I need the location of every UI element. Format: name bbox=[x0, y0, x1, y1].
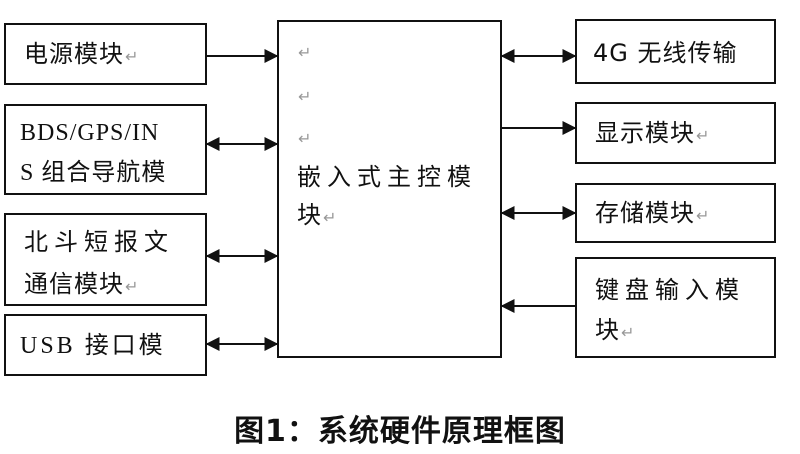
usb-module-box: USB 接口模 bbox=[4, 314, 207, 376]
keyboard-module-box: 键盘输入模 块↵ bbox=[575, 257, 776, 358]
main-controller-label-line1: 嵌入式主控模 bbox=[297, 163, 477, 191]
storage-module-box: 存储模块↵ bbox=[575, 183, 776, 243]
storage-module-label: 存储模块 bbox=[595, 199, 695, 227]
beidou-module-box: 北斗短报文 通信模块↵ bbox=[4, 213, 207, 306]
usb-module-label: USB 接口模 bbox=[20, 333, 166, 359]
paragraph-mark: ↵ bbox=[696, 126, 711, 145]
beidou-module-label-line2: 通信模块 bbox=[24, 270, 124, 298]
wireless-module-box: 4G 无线传输 bbox=[575, 19, 776, 84]
paragraph-mark: ↵ bbox=[298, 87, 313, 106]
paragraph-mark: ↵ bbox=[298, 129, 313, 148]
wireless-module-label: 4G 无线传输 bbox=[593, 39, 738, 67]
main-controller-label-line2: 块 bbox=[297, 201, 322, 229]
keyboard-module-label-line1: 键盘输入模 bbox=[595, 276, 745, 304]
keyboard-module-label-line2: 块 bbox=[595, 316, 620, 344]
gnss-module-label-line1: BDS/GPS/IN bbox=[20, 120, 160, 146]
power-module-label: 电源模块 bbox=[24, 40, 124, 68]
display-module-box: 显示模块↵ bbox=[575, 102, 776, 164]
beidou-module-label-line1: 北斗短报文 bbox=[24, 228, 174, 256]
power-module-box: 电源模块↵ bbox=[4, 23, 207, 85]
paragraph-mark: ↵ bbox=[696, 206, 711, 225]
display-module-label: 显示模块 bbox=[595, 119, 695, 147]
paragraph-mark: ↵ bbox=[621, 323, 636, 342]
gnss-module-label-line2: S 组合导航模 bbox=[20, 160, 167, 186]
paragraph-mark: ↵ bbox=[323, 208, 338, 227]
figure-caption: 图1：系统硬件原理框图 bbox=[234, 414, 566, 449]
paragraph-mark: ↵ bbox=[125, 47, 140, 66]
paragraph-mark: ↵ bbox=[125, 277, 140, 296]
paragraph-mark: ↵ bbox=[298, 43, 313, 62]
main-controller-box: ↵ ↵ ↵ 嵌入式主控模 块↵ bbox=[277, 20, 502, 358]
gnss-module-box: BDS/GPS/IN S 组合导航模 bbox=[4, 104, 207, 195]
